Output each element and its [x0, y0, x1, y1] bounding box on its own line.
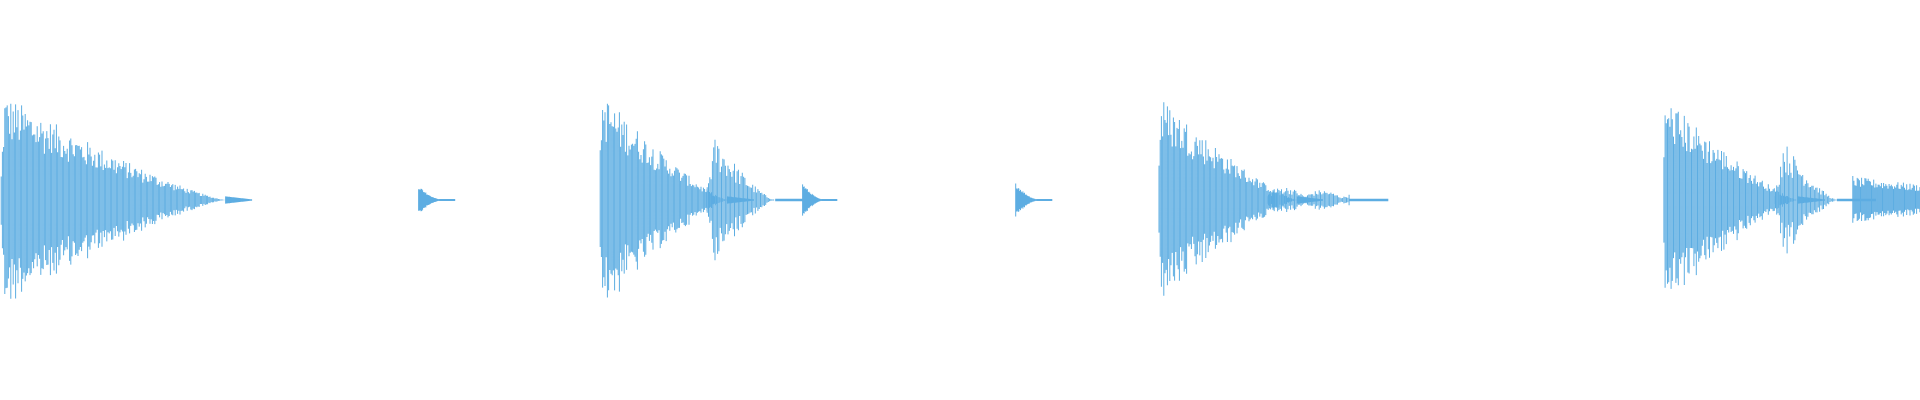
waveform-clips	[0, 102, 1920, 299]
blip-3	[1015, 183, 1053, 217]
blip-2	[802, 184, 838, 216]
hit-3-secondary	[1266, 188, 1389, 212]
sustain	[1852, 176, 1920, 223]
hit-1	[0, 103, 253, 299]
hit-2	[599, 103, 754, 298]
blip-1	[418, 188, 456, 212]
